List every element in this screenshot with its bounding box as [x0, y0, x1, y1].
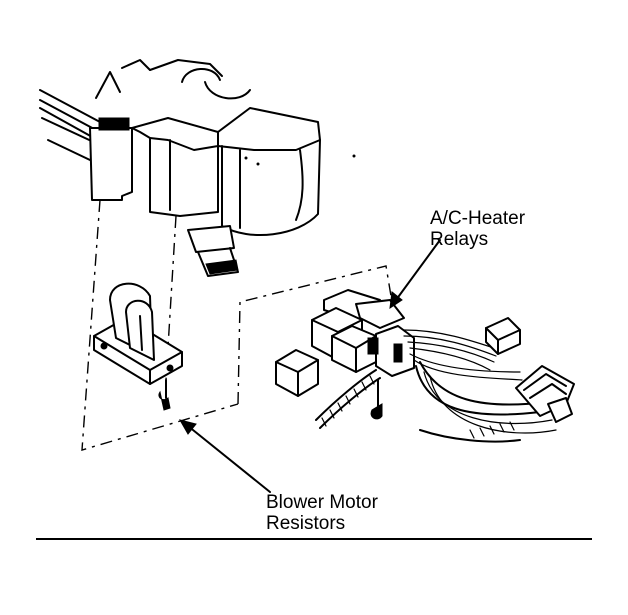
blower-motor-resistor-block — [93, 282, 183, 411]
relays-leader-arrow — [389, 239, 441, 310]
dash-housing — [39, 59, 356, 277]
ac-heater-relays — [275, 289, 415, 420]
relays-label-line2: Relays — [430, 229, 489, 250]
resistors-callout-label: Blower Motor Resistors — [266, 492, 378, 534]
relays-callout-label: A/C-Heater Relays — [430, 208, 525, 250]
resistors-label-line1: Blower Motor — [266, 492, 378, 513]
wiring-harness — [315, 317, 575, 443]
relays-label-line1: A/C-Heater — [430, 208, 526, 229]
resistors-label-line2: Resistors — [266, 513, 346, 534]
resistors-leader-arrow — [178, 419, 271, 493]
